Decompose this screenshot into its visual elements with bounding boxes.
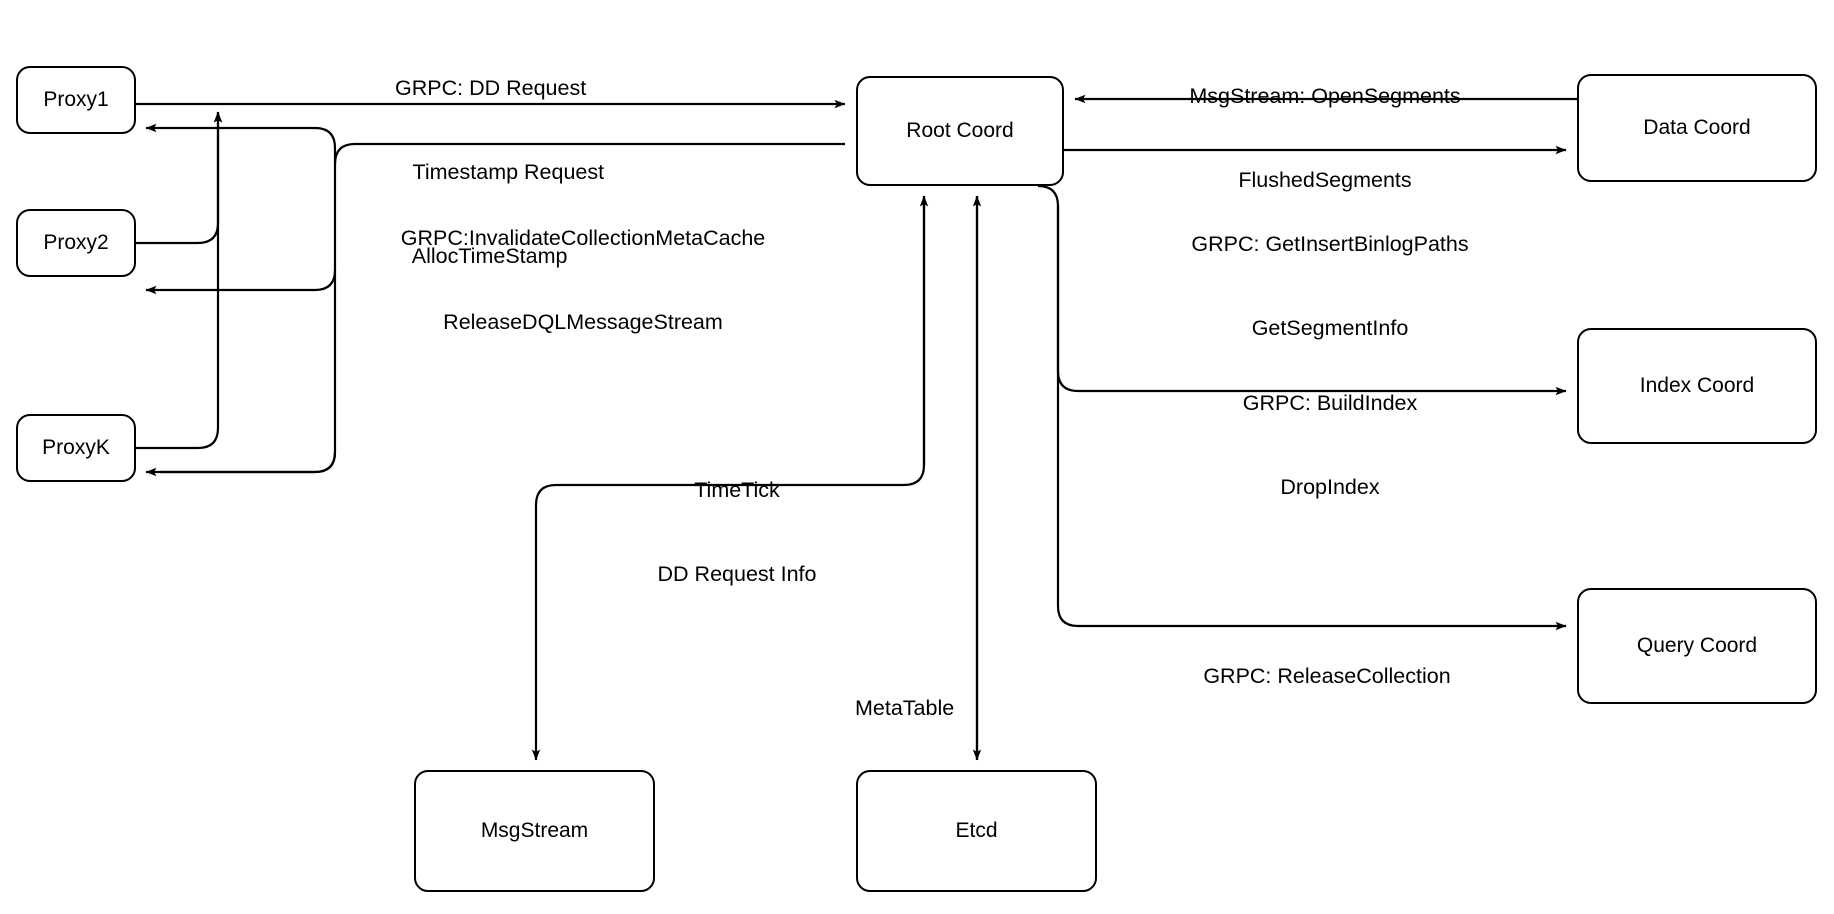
node-root-coord[interactable]: Root Coord [856,76,1064,186]
edge-label-proxy-to-root: GRPC: DD Request Timestamp Request Alloc… [395,18,604,326]
edge-label-root-to-indexcoord-line-2: DropIndex [1280,475,1380,499]
node-proxy2-label: Proxy2 [43,231,109,255]
node-proxy1[interactable]: Proxy1 [16,66,136,134]
edge-label-root-etcd: MetaTable [855,638,955,778]
node-query-coord[interactable]: Query Coord [1577,588,1817,704]
edge-label-root-to-querycoord: GRPC: ReleaseCollection [1202,606,1452,746]
node-msgstream-label: MsgStream [480,819,589,843]
node-root-coord-label: Root Coord [906,119,1014,143]
edge-label-proxy-to-root-line-1: GRPC: DD Request [395,76,587,100]
edge-return-to-proxyk [145,451,337,477]
edge-label-datacoord-to-root-line-2: FlushedSegments [1238,168,1412,192]
edge-label-root-to-querycoord-line-1: GRPC: ReleaseCollection [1203,664,1451,688]
edge-proxy2-to-bus [136,111,223,245]
node-proxy1-label: Proxy1 [43,88,109,112]
edge-label-datacoord-to-root: MsgStream: OpenSegments FlushedSegments [1155,26,1495,250]
edge-label-datacoord-to-root-line-1: MsgStream: OpenSegments [1189,84,1461,108]
node-data-coord-label: Data Coord [1643,116,1751,140]
edge-label-root-to-datacoord-line-2: GetSegmentInfo [1251,316,1409,340]
edge-return-to-proxy1 [145,123,337,164]
node-index-coord[interactable]: Index Coord [1577,328,1817,444]
edge-label-root-to-datacoord-line-1: GRPC: GetInsertBinlogPaths [1191,232,1469,256]
edge-label-root-to-datacoord: GRPC: GetInsertBinlogPaths GetSegmentInf… [1165,174,1495,398]
node-data-coord[interactable]: Data Coord [1577,74,1817,182]
edge-return-to-proxy2 [145,269,337,295]
edge-label-root-to-proxy: GRPC:InvalidateCollectionMetaCache Relea… [378,168,788,392]
edge-label-root-to-msgstream-line-2: DD Request Info [657,562,817,586]
node-index-coord-label: Index Coord [1639,374,1755,398]
edge-label-root-to-indexcoord-line-1: GRPC: BuildIndex [1242,391,1418,415]
node-etcd-label: Etcd [955,819,998,843]
edge-label-root-to-indexcoord: GRPC: BuildIndex DropIndex [1205,333,1455,557]
node-etcd[interactable]: Etcd [856,770,1097,892]
edge-label-root-etcd-line-1: MetaTable [855,696,955,720]
edge-label-root-to-msgstream: TimeTick DD Request Info [632,420,842,644]
edge-label-proxy-to-root-line-3: AllocTimeStamp [395,244,568,268]
node-msgstream[interactable]: MsgStream [414,770,655,892]
node-query-coord-label: Query Coord [1636,634,1758,658]
edge-label-root-to-proxy-line-2: ReleaseDQLMessageStream [443,310,723,334]
node-proxyk-label: ProxyK [42,436,110,460]
node-proxyk[interactable]: ProxyK [16,414,136,482]
node-proxy2[interactable]: Proxy2 [16,209,136,277]
edge-label-root-to-proxy-line-1: GRPC:InvalidateCollectionMetaCache [400,226,766,250]
edge-label-proxy-to-root-line-2: Timestamp Request [395,160,605,184]
edge-label-root-to-msgstream-line-1: TimeTick [694,478,780,502]
edge-proxyk-to-bus [136,111,223,450]
